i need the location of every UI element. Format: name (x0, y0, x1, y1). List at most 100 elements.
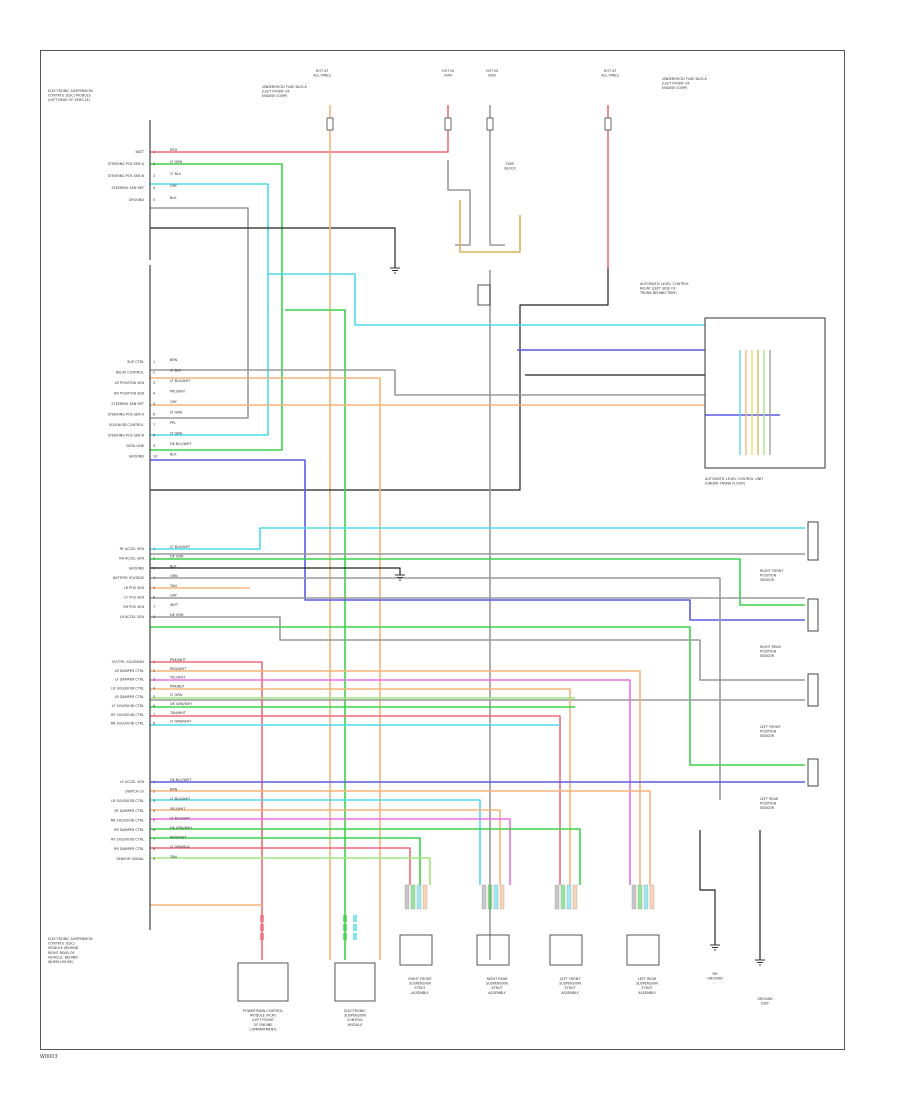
wire-damper-red (150, 661, 263, 960)
esc-bottom-wire-color-label: TAN (169, 855, 177, 859)
esc-damper-pin-label: LF DAMPER CTRL (115, 678, 144, 682)
wire-damper-pink (150, 679, 631, 885)
wire-rf-damper (150, 809, 501, 885)
esc-bottom-wire-color-label: RED/WHT (170, 836, 187, 840)
esc-damper-wire-color-label: DK GRN/WHT (170, 702, 193, 706)
rr-strut-label: SUSPENSION (486, 982, 508, 986)
wire-relay-ctrl (150, 377, 381, 960)
lr-strut-label: SUSPENSION (636, 982, 658, 986)
wire-lr-accel (150, 626, 805, 766)
esc-mid-pin-label: GROUND (129, 455, 145, 459)
wire-rf-accel (150, 527, 805, 550)
pcm-label: OF ENGINE (254, 1023, 273, 1027)
esc-bottom-pin-number: 9 (153, 857, 155, 861)
esc-bottom-label: VEHICLE; BEHIND (48, 955, 78, 959)
strut-connector-pin (487, 884, 493, 910)
rf-strut-label: STRUT (414, 986, 426, 990)
esc-sensor-pin-label: GROUND (129, 566, 145, 570)
esc-b-connector-pin (343, 924, 347, 931)
esc-bottom-wire-color-label: LT BLU/WHT (170, 816, 191, 820)
lr-position-sensor-label: POSITION (760, 802, 777, 806)
wire-rr-accel (150, 558, 805, 606)
esc-mid-pin-number: 7 (153, 423, 155, 427)
wire-cyan-to-alc (268, 273, 705, 326)
wire-switch-lo (150, 790, 651, 885)
esc-damper-pin-number: 1 (153, 660, 155, 664)
esc-b-connector-pin (343, 933, 347, 940)
esc-top-pin-label: STEERING POS SEN B (108, 174, 145, 178)
underhood-b-label: UNDERHOOD FUSE BLOCK (662, 77, 708, 81)
esc-mid-pin-number: 9 (153, 444, 155, 448)
esc-mid-wire-color-label: LT GRN (170, 411, 183, 415)
rr-strut-label: RIGHT REAR (487, 977, 508, 981)
fuse-d-label: ALL TIMES (601, 74, 618, 78)
esc-top-pin-number: 5 (153, 198, 155, 202)
esc-damper-pin-number: 7 (153, 713, 155, 717)
diagram-code: W0003 (40, 1054, 58, 1060)
lf-strut-label: STRUT (564, 986, 576, 990)
lf-strut-label: SUSPENSION (559, 982, 581, 986)
ground-dist-label: DIST (761, 1002, 770, 1006)
lf-position-sensor-label: LEFT FRONT (760, 725, 782, 729)
esc-title: ELECTRONIC SUSPENSION (48, 89, 93, 93)
esc-bottom-pin-label: RR SOLENOID CTRL (111, 818, 144, 822)
esc-sensor-wire-color-label: LT BLU/WHT (170, 545, 191, 549)
rr-strut-solenoid (476, 934, 510, 966)
esc-sensor-wire-color-label: GRY (170, 594, 178, 598)
esc-b-connector-pin (353, 933, 357, 940)
rr-strut-label: ASSEMBLY (488, 991, 506, 995)
esc-sensor-pin-label: RR ACCEL SEN (119, 557, 144, 561)
lr-strut-solenoid (626, 934, 660, 966)
strut-connector-pin (572, 884, 578, 910)
esc-mid-wire-color-label: BLK (170, 453, 177, 457)
esc-sensor-pin-label: LR POS SEN (124, 586, 145, 590)
relay-coil (477, 284, 491, 306)
esc-mid-pin-number: 6 (153, 413, 155, 417)
rf-strut-label: SUSPENSION (409, 982, 431, 986)
fuse-icon (326, 117, 334, 131)
ground-dist-label: GROUND (757, 997, 773, 1001)
esc-bottom-pin-label: RR DAMPER CTRL (114, 828, 144, 832)
lr-position-sensor-label: SENSOR (760, 806, 775, 810)
esc-top-wire-color-label: LT BLU (170, 172, 182, 176)
lf-position-sensor-label: POSITION (760, 730, 777, 734)
diagram-frame (40, 50, 845, 1050)
esc-b-box (334, 962, 376, 1002)
wire-data-blue (150, 459, 805, 621)
esc-mid-pin-number: 4 (153, 392, 155, 396)
rf-position-sensor-label: SENSOR (760, 578, 775, 582)
pcm-connector-pin (260, 933, 264, 940)
rh-ground-label: RH (713, 972, 718, 976)
esc-b-label: CONTROL (347, 1018, 364, 1022)
esc-bottom-wire-color-label: LT GRN/BLK (170, 845, 190, 849)
esc-b-connector-pin (353, 924, 357, 931)
wire-slip-ctrl (150, 369, 705, 396)
esc-mid-pin-label: STEERING POS SEN B (108, 434, 145, 438)
esc-sensor-pin-number: 7 (153, 605, 155, 609)
esc-sensor-wire-color-label: ORN (170, 574, 178, 578)
position-sensor-connector (807, 521, 819, 561)
esc-mid-pin-label: LR POSITION SEN (115, 381, 145, 385)
esc-damper-pin-number: 8 (153, 722, 155, 726)
lf-strut-label: ASSEMBLY (561, 991, 579, 995)
esc-mid-wire-color-label: GRY (170, 400, 178, 404)
fuse-b-label: HOT IN (442, 69, 454, 73)
strut-connector-pin (422, 884, 428, 910)
esc-top-wire-color-label: RED (170, 148, 177, 152)
wire-batt-red (150, 105, 449, 153)
esc-mid-pin-label: RR POSITION SEN (114, 392, 144, 396)
pcm-label: MODULE (PCM) (250, 1014, 276, 1018)
esc-damper-wire-color-label: YEL/WHT (170, 676, 186, 680)
wire-rr-damper-b (150, 847, 411, 885)
rf-position-sensor-label: RIGHT FRONT (760, 569, 784, 573)
position-sensor-connector (807, 598, 819, 632)
lf-position-sensor-label: SENSOR (760, 734, 775, 738)
esc-bottom-pin-number: 1 (153, 780, 155, 784)
esc-bottom-pin-number: 6 (153, 828, 155, 832)
esc-mid-wire-color-label: DK BLU/WHT (170, 442, 192, 446)
esc-mid-pin-number: 3 (153, 381, 155, 385)
esc-bottom-wire-color-label: YEL/WHT (170, 807, 186, 811)
esc-sensor-wire-color-label: BLK (170, 564, 177, 568)
esc-damper-pin-number: 6 (153, 704, 155, 708)
strut-connector-pin (554, 884, 560, 910)
